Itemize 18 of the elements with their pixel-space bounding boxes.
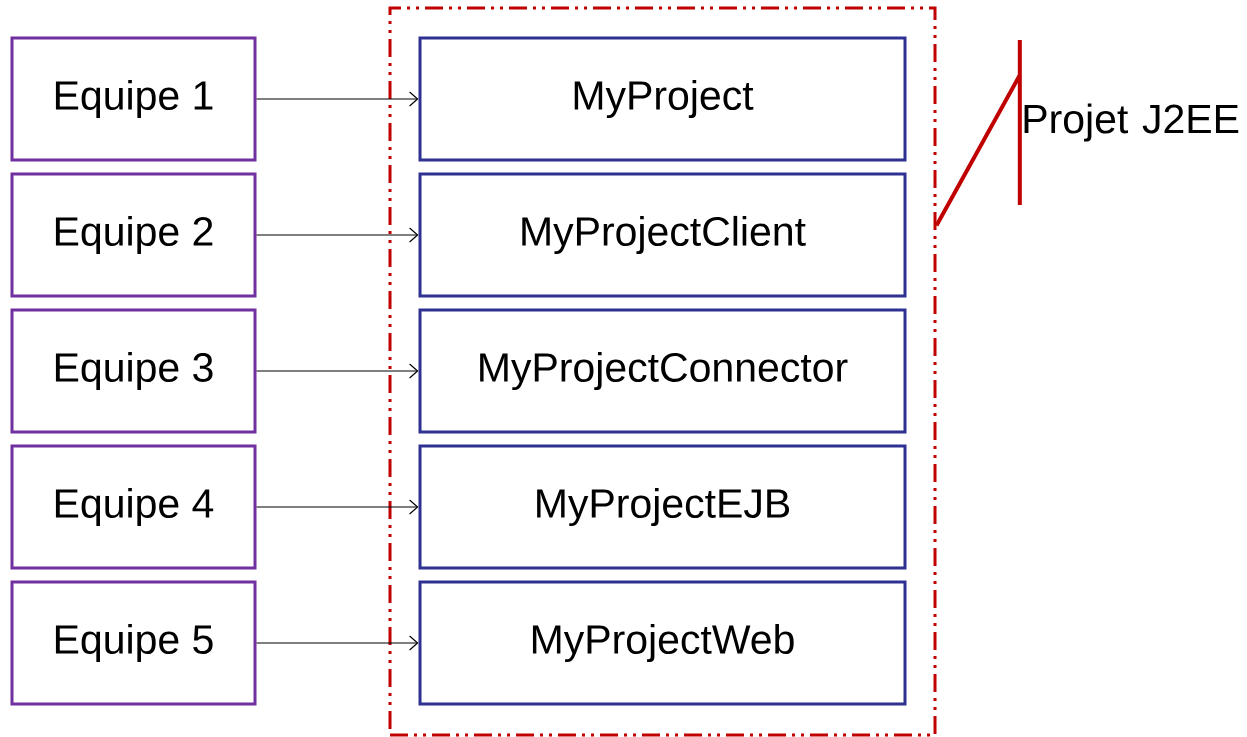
group-frame [388,6,937,737]
team-box: Equipe 3 [10,308,257,434]
module-box: MyProjectEJB [418,444,907,570]
callout-text: Projet J2EE [1024,103,1239,142]
arrow [255,499,419,515]
module-box: MyProjectWeb [418,580,907,706]
arrow [255,91,419,107]
arrow [255,363,419,379]
leader-line [934,38,1022,228]
team-box: Equipe 1 [10,36,257,162]
arrow [255,227,419,243]
team-box: Equipe 5 [10,580,257,706]
module-box: MyProjectClient [418,172,907,298]
module-box: MyProject [418,36,907,162]
team-box: Equipe 4 [10,444,257,570]
arrow [255,635,419,651]
module-box: MyProjectConnector [418,308,907,434]
team-box: Equipe 2 [10,172,257,298]
